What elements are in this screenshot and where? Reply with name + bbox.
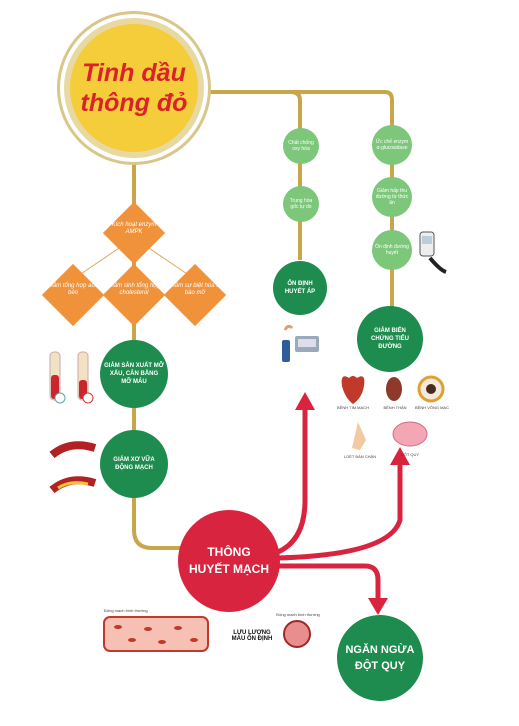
diabetes-complication-label: GIẢM BIẾN CHỨNG TIỂU ĐƯỜNG xyxy=(371,328,409,350)
stroke-prevention-node: NGĂN NGỪA ĐỘT QUỴ xyxy=(337,615,423,701)
bp-stable-node: ỔN ĐỊNH HUYẾT ÁP xyxy=(273,261,327,315)
circulation-node: THÔNG HUYẾT MẠCH xyxy=(178,510,280,612)
arrow-to-diabetes xyxy=(275,457,403,561)
sugar-absorption-label: Giảm hấp thu đường từ thức ăn xyxy=(375,188,409,206)
atherosclerosis-node: GIẢM XƠ VỮA ĐỘNG MẠCH xyxy=(100,430,168,498)
gold-line-middle xyxy=(289,90,302,260)
circulation-line1: THÔNG xyxy=(207,545,251,559)
stroke-complication-label: ĐỘT QUỴ xyxy=(400,452,420,457)
title-line2: thông đỏ xyxy=(80,89,188,117)
blood-vessel-icon xyxy=(103,616,209,652)
gold-line-right xyxy=(204,90,394,125)
free-radical-label: Trung hòa gốc tự do xyxy=(289,198,313,210)
cross-section-label: Động mạch bình thường xyxy=(276,612,320,617)
fat-reduction-label: GIẢM SẢN XUẤT MỠ XẤU, CÂN BẰNG MỠ MÁU xyxy=(104,363,164,385)
enzyme-node: Ức chế enzym α-glucosidase xyxy=(372,125,412,165)
diabetes-complication-node: GIẢM BIẾN CHỨNG TIỂU ĐƯỜNG xyxy=(357,306,423,372)
stroke-prevention-line2: ĐỘT QUỴ xyxy=(354,660,406,672)
fat-cell-label: Giảm sự biệt hóa tế bào mỡ xyxy=(168,283,222,296)
free-radical-node: Trung hòa gốc tự do xyxy=(283,186,319,222)
vessel-label: Động mạch bình thường xyxy=(104,608,148,613)
bp-monitor-icon xyxy=(282,324,319,362)
blood-sugar-label: Ổn định đường huyết xyxy=(375,244,409,256)
fat-reduction-node: GIẢM SẢN XUẤT MỠ XẤU, CÂN BẰNG MỠ MÁU xyxy=(100,340,168,408)
ampk-label: Kích hoạt enzym AMPK xyxy=(111,222,157,235)
arrowhead-diabetes xyxy=(390,447,410,465)
enzyme-label: Ức chế enzym α-glucosidase xyxy=(375,139,409,151)
kidney-disease-label: BỆNH THẬN xyxy=(383,405,407,410)
arrow-to-stroke xyxy=(275,563,381,603)
heart-disease-label: BỆNH TIM MẠCH xyxy=(337,405,369,410)
blood-sugar-node: Ổn định đường huyết xyxy=(372,230,412,270)
complication-icons xyxy=(341,375,445,450)
stroke-prevention-line1: NGĂN NGỪA xyxy=(345,644,415,656)
title-line1: Tinh dầu xyxy=(82,59,186,87)
blood-flow-line2: MÁU ỔN ĐỊNH xyxy=(231,636,273,642)
retina-disease-label: BỆNH VÕNG MẠC xyxy=(414,405,449,410)
arrowhead-stroke xyxy=(368,598,388,615)
foot-ulcer-label: LOÉT BÀN CHÂN xyxy=(343,454,377,459)
atherosclerosis-label: GIẢM XƠ VỮA ĐỘNG MẠCH xyxy=(113,457,155,471)
title-circle: Tinh dầu thông đỏ xyxy=(64,18,204,158)
antioxidant-node: Chất chống oxy hóa xyxy=(283,128,319,164)
fatty-acid-label: Giảm tổng hợp acid béo xyxy=(46,283,100,296)
arrow-to-bp xyxy=(275,402,308,555)
artery-plaque-icon xyxy=(49,441,97,494)
sugar-absorption-node: Giảm hấp thu đường từ thức ăn xyxy=(372,177,412,217)
test-tube-icon xyxy=(49,351,94,404)
blood-flow-line1: LƯU LƯỢNG xyxy=(233,630,271,636)
bp-stable-label: ỔN ĐỊNH HUYẾT ÁP xyxy=(284,281,316,295)
blood-flow-label: LƯU LƯỢNG MÁU ỔN ĐỊNH xyxy=(222,630,282,642)
circulation-line2: HUYẾT MẠCH xyxy=(189,562,269,576)
arrowhead-bp xyxy=(295,392,315,410)
gold-line-left xyxy=(132,158,185,550)
glucometer-icon xyxy=(419,231,447,274)
artery-cross-section-icon xyxy=(283,620,311,648)
antioxidant-label: Chất chống oxy hóa xyxy=(288,140,314,152)
cholesterol-label: Giảm sinh tổng hợp cholesterol xyxy=(107,283,161,296)
